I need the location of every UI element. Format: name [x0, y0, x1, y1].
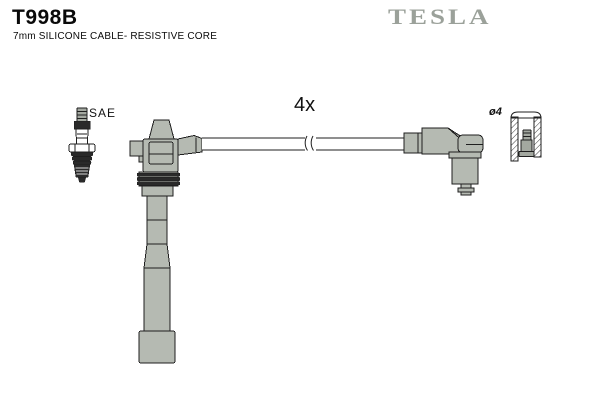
product-subtitle: 7mm SILICONE CABLE- RESISTIVE CORE [13, 31, 218, 42]
sae-label: SAE [89, 106, 117, 120]
tesla-logo: TESLA [388, 4, 492, 30]
part-number: T998B [12, 6, 78, 29]
quantity-label: 4x [294, 94, 316, 116]
boot-section-icon [510, 111, 542, 162]
elbow-boot-icon [403, 127, 484, 196]
coil-boot-icon [129, 119, 203, 364]
cable-icon [202, 135, 404, 151]
spark-plug-icon [68, 107, 96, 183]
diameter-label: ø4 [489, 106, 502, 118]
